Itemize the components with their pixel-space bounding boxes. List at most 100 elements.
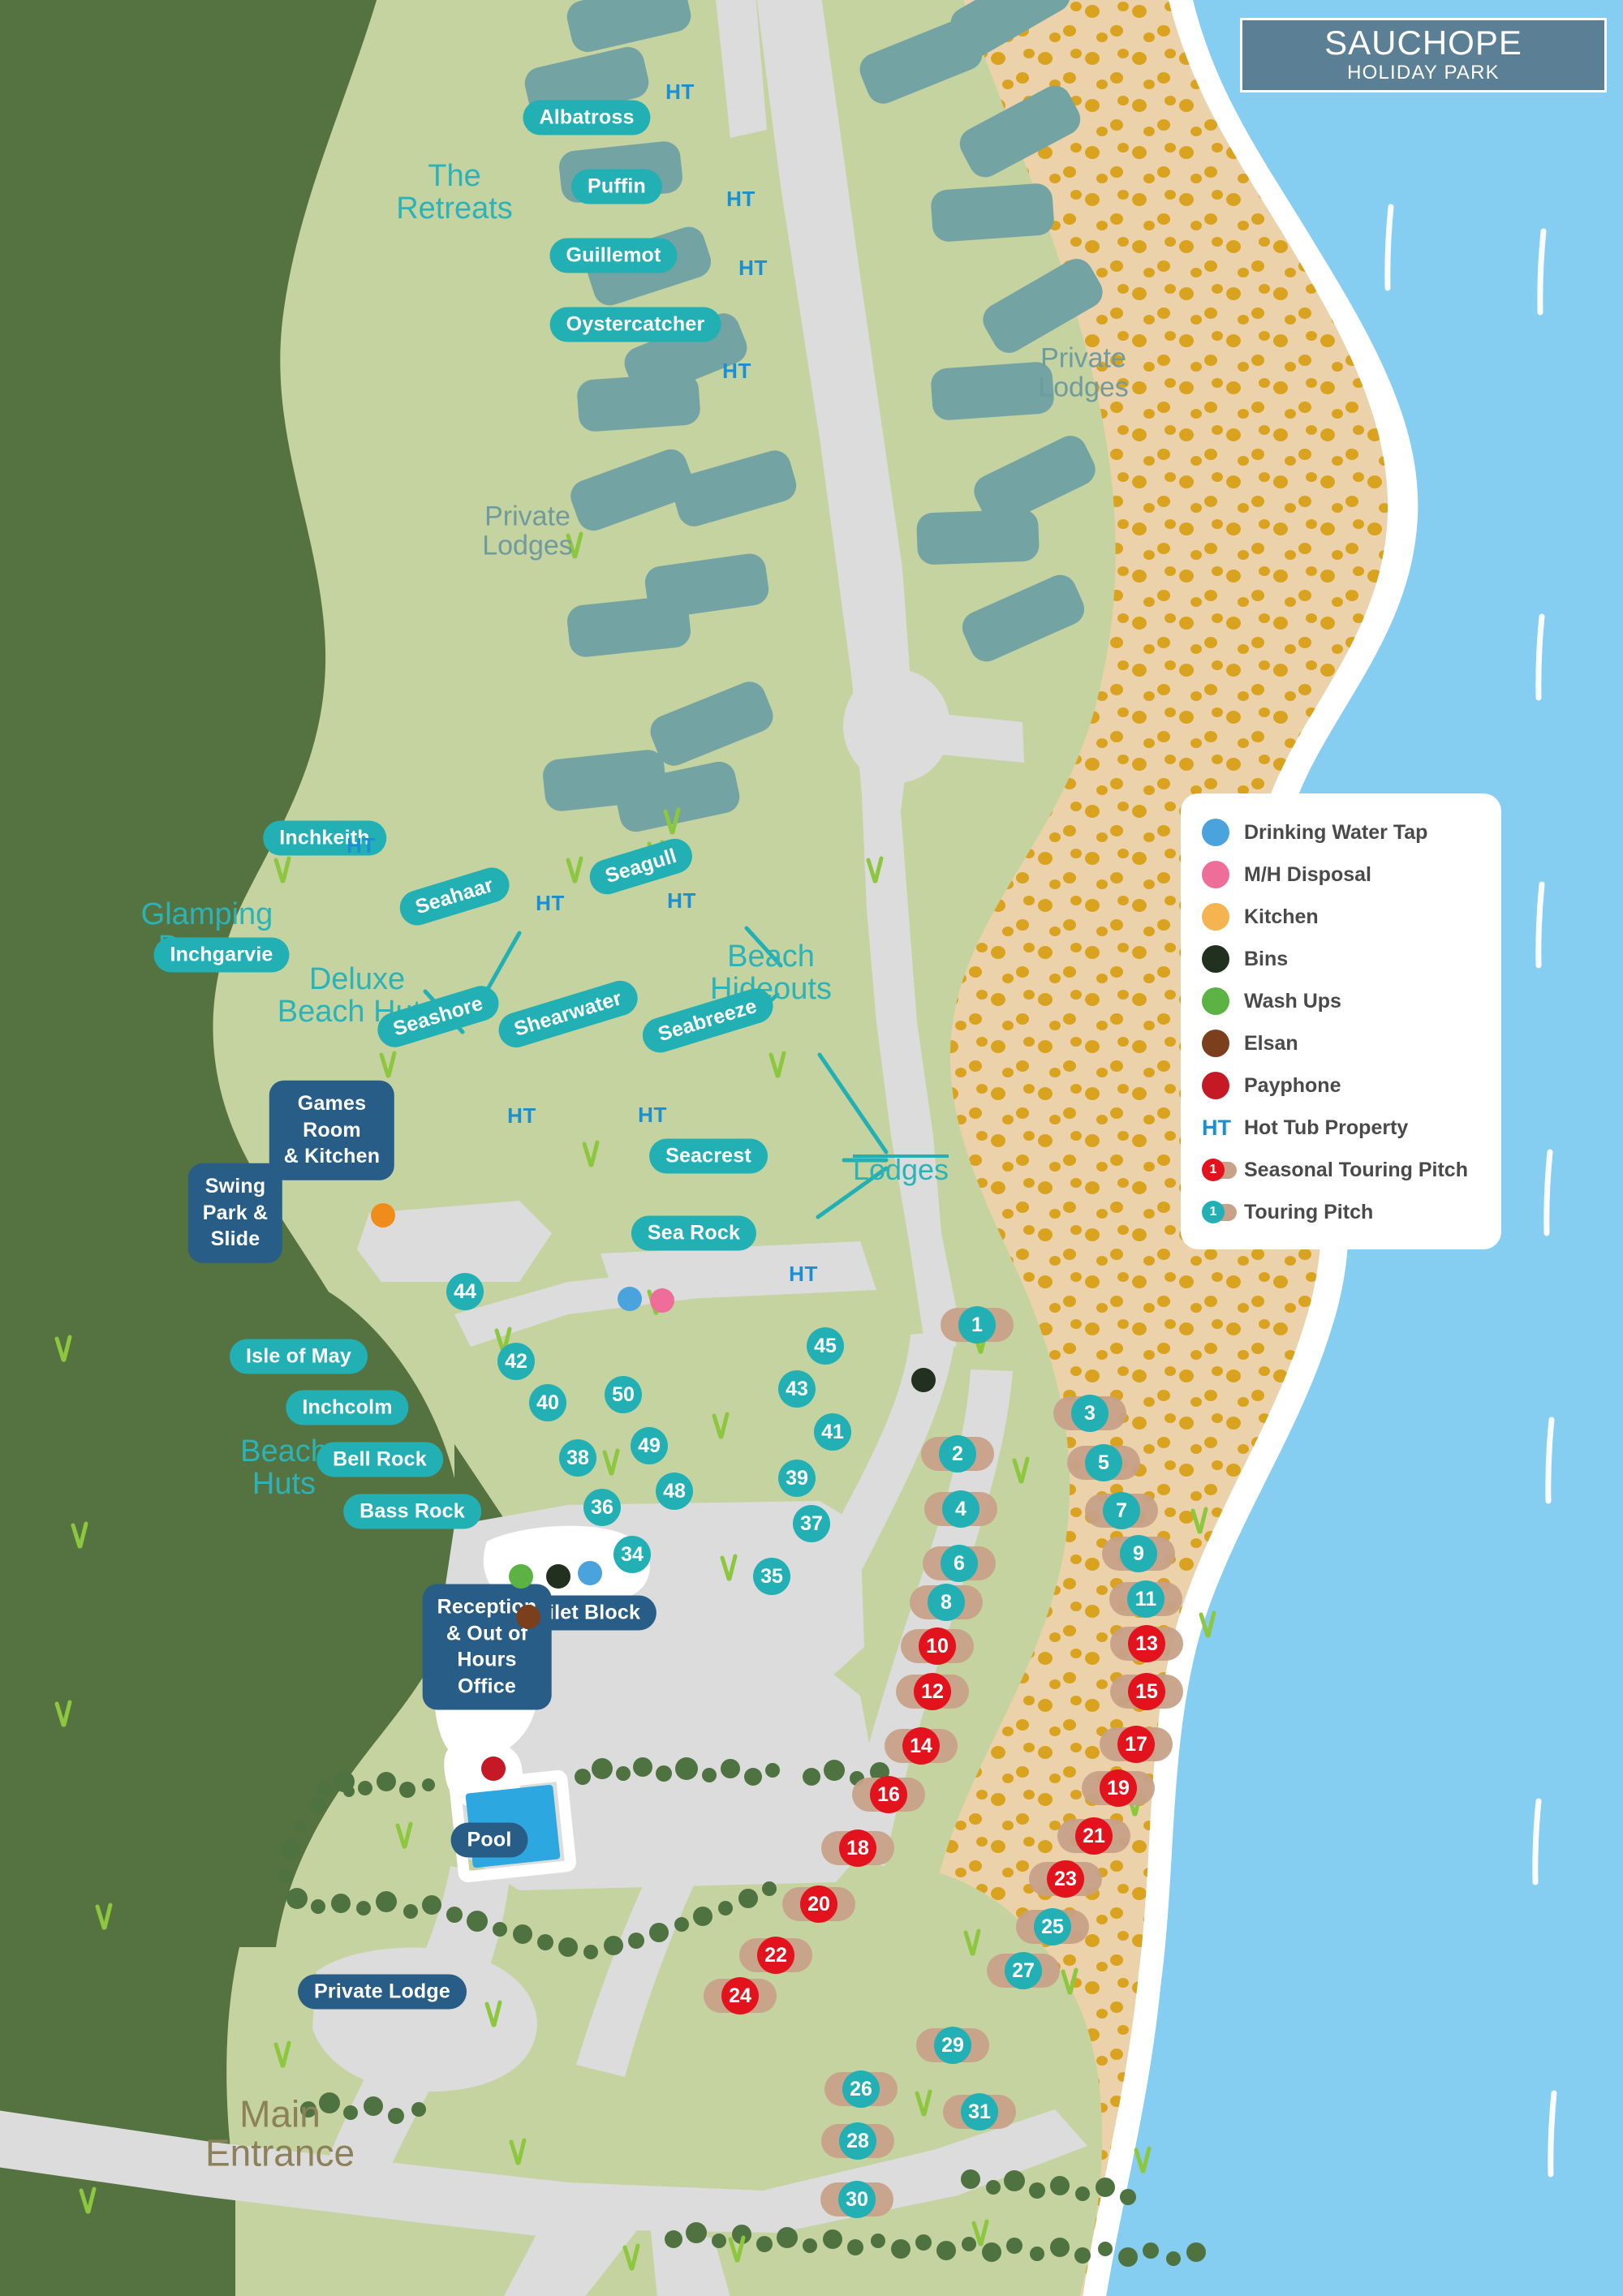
legend-row: Wash Ups (1202, 980, 1485, 1022)
water-tap-icon (618, 1287, 642, 1311)
hot-tub-marker: HT (347, 833, 376, 858)
pitch-7[interactable]: 7 (1103, 1492, 1140, 1529)
legend-label: Seasonal Touring Pitch (1244, 1158, 1468, 1181)
pitch-48[interactable]: 48 (656, 1473, 693, 1510)
legend-label: Kitchen (1244, 905, 1319, 928)
pitch-30[interactable]: 30 (838, 2181, 876, 2218)
wash-ups-icon (509, 1564, 533, 1589)
facility-private-lodge[interactable]: Private Lodge (298, 1974, 467, 2010)
pitch-9[interactable]: 9 (1120, 1535, 1157, 1572)
hot-tub-marker: HT (726, 187, 756, 211)
pitch-6[interactable]: 6 (941, 1545, 978, 1582)
facility-line: Games (297, 1091, 367, 1115)
pitch-38[interactable]: 38 (559, 1439, 596, 1477)
pitch-35[interactable]: 35 (753, 1558, 790, 1595)
legend-label: M/H Disposal (1244, 862, 1371, 886)
legend-label: Bins (1244, 947, 1289, 970)
pitch-29[interactable]: 29 (934, 2027, 971, 2064)
pitch-41[interactable]: 41 (814, 1413, 851, 1451)
accommodation-puffin[interactable]: Puffin (570, 169, 663, 204)
accommodation-isle-of-may[interactable]: Isle of May (229, 1339, 368, 1374)
accommodation-bell-rock[interactable]: Bell Rock (316, 1442, 443, 1477)
pitch-25[interactable]: 25 (1034, 1908, 1071, 1946)
pitch-50[interactable]: 50 (605, 1376, 642, 1413)
bins-icon (911, 1368, 936, 1392)
accommodation-inchkeith[interactable]: Inchkeith (263, 820, 386, 856)
sea-waves (1384, 204, 1557, 2178)
park-name: SAUCHOPE (1324, 23, 1522, 62)
area-label-main-entrance: Main Entrance (204, 2092, 355, 2174)
pitch-45[interactable]: 45 (807, 1327, 844, 1365)
pitch-34[interactable]: 34 (613, 1536, 651, 1573)
legend-label: Payphone (1244, 1073, 1341, 1097)
legend-kitchen-icon (1202, 903, 1229, 931)
pitch-1[interactable]: 1 (958, 1306, 996, 1344)
hot-tub-marker: HT (789, 1262, 818, 1286)
hot-tub-marker: HT (507, 1103, 536, 1128)
pitch-28[interactable]: 28 (839, 2122, 876, 2160)
pitch-8[interactable]: 8 (928, 1584, 965, 1621)
pitch-27[interactable]: 27 (1005, 1952, 1042, 1989)
legend-row: Elsan (1202, 1022, 1485, 1064)
accommodation-sea-rock[interactable]: Sea Rock (631, 1215, 757, 1251)
kitchen-icon (371, 1203, 395, 1228)
area-label-private-lodges-right: Private Lodges (1038, 342, 1129, 402)
accommodation-inchcolm[interactable]: Inchcolm (286, 1390, 409, 1425)
private-lodge-blocks (524, 0, 1103, 832)
pitch-12[interactable]: 12 (914, 1673, 951, 1710)
pitch-31[interactable]: 31 (961, 2093, 998, 2130)
legend-drinking-water-tap-icon (1202, 819, 1229, 846)
pitch-11[interactable]: 11 (1127, 1580, 1165, 1618)
pitch-10[interactable]: 10 (919, 1627, 956, 1665)
pitch-43[interactable]: 43 (778, 1370, 816, 1408)
pitch-42[interactable]: 42 (497, 1343, 535, 1380)
pitch-36[interactable]: 36 (583, 1489, 621, 1526)
pitch-39[interactable]: 39 (778, 1460, 816, 1497)
legend-bins-icon (1202, 945, 1229, 973)
facility-line: Hours (457, 1648, 517, 1671)
pitch-18[interactable]: 18 (839, 1829, 876, 1867)
accommodation-inchgarvie[interactable]: Inchgarvie (153, 937, 290, 973)
legend-label: Wash Ups (1244, 989, 1341, 1013)
legend-wash-ups-icon (1202, 987, 1229, 1015)
pitch-13[interactable]: 13 (1128, 1625, 1165, 1662)
legend-row: 1 Seasonal Touring Pitch (1202, 1149, 1485, 1191)
pitch-4[interactable]: 4 (942, 1490, 979, 1528)
pitch-2[interactable]: 2 (939, 1435, 976, 1473)
pitch-19[interactable]: 19 (1100, 1769, 1137, 1807)
pitch-17[interactable]: 17 (1117, 1726, 1155, 1763)
accommodation-albatross[interactable]: Albatross (523, 100, 651, 135)
pitch-49[interactable]: 49 (631, 1427, 668, 1464)
legend-elsan-icon (1202, 1030, 1229, 1057)
pitch-15[interactable]: 15 (1128, 1673, 1165, 1710)
pitch-26[interactable]: 26 (842, 2070, 880, 2108)
accommodation-guillemot[interactable]: Guillemot (549, 238, 678, 273)
facility-pool[interactable]: Pool (450, 1822, 528, 1858)
pitch-40[interactable]: 40 (529, 1384, 566, 1421)
pitch-5[interactable]: 5 (1085, 1444, 1122, 1481)
pitch-22[interactable]: 22 (757, 1937, 794, 1974)
facility-line: Office (457, 1675, 517, 1697)
accommodation-seacrest[interactable]: Seacrest (649, 1138, 768, 1174)
pitch-3[interactable]: 3 (1071, 1395, 1109, 1432)
accommodation-oystercatcher[interactable]: Oystercatcher (549, 307, 721, 342)
accommodation-bass-rock[interactable]: Bass Rock (343, 1494, 481, 1529)
pitch-37[interactable]: 37 (793, 1505, 830, 1542)
pitch-14[interactable]: 14 (902, 1727, 940, 1765)
legend-pitch-icon: 1 (1202, 1156, 1237, 1184)
area-label-private-lodges-left: Private Lodges (482, 501, 573, 561)
pitch-24[interactable]: 24 (721, 1977, 759, 2014)
hot-tub-marker: HT (665, 80, 695, 104)
facility-line: Swing (204, 1174, 266, 1197)
pitch-21[interactable]: 21 (1075, 1817, 1113, 1855)
pitch-23[interactable]: 23 (1047, 1860, 1084, 1898)
legend-row: Payphone (1202, 1064, 1485, 1107)
pitch-16[interactable]: 16 (870, 1776, 907, 1813)
pitch-44[interactable]: 44 (446, 1273, 484, 1310)
facility-line: Slide (210, 1227, 260, 1250)
pitch-20[interactable]: 20 (800, 1885, 837, 1923)
